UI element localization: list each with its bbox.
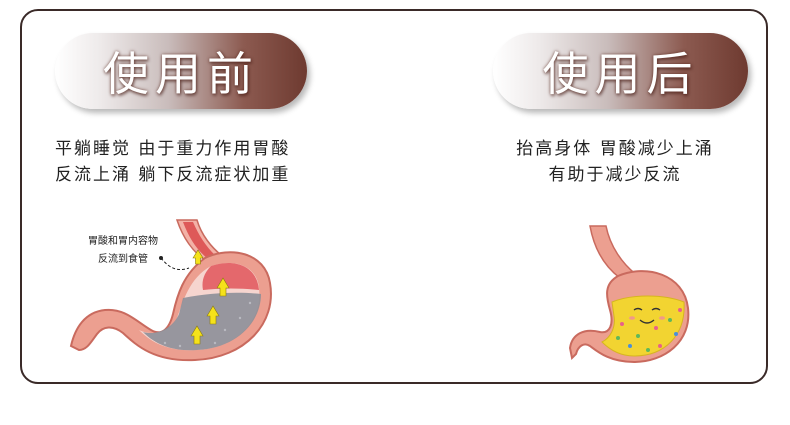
reflux-callout-line-2: 反流到食管 — [98, 254, 148, 265]
before-caption: 平躺睡觉 由于重力作用胃酸 反流上涌 躺下反流症状加重 — [55, 136, 355, 188]
after-caption-line-2: 有助于减少反流 — [548, 165, 682, 185]
stomach-happy-illustration — [568, 225, 690, 364]
before-title-pill: 使用前 — [55, 33, 307, 109]
after-title: 使用后 — [542, 47, 699, 101]
after-title-pill: 使用后 — [493, 33, 748, 109]
before-caption-line-2: 反流上涌 躺下反流症状加重 — [55, 165, 291, 185]
before-caption-line-1: 平躺睡觉 由于重力作用胃酸 — [55, 139, 291, 159]
reflux-callout-line-1: 胃酸和胃内容物 — [88, 236, 158, 247]
stomach-reflux-illustration — [69, 219, 272, 362]
after-caption: 抬高身体 胃酸减少上涌 有助于减少反流 — [480, 136, 750, 188]
before-title: 使用前 — [103, 47, 259, 101]
after-caption-line-1: 抬高身体 胃酸减少上涌 — [516, 139, 714, 159]
